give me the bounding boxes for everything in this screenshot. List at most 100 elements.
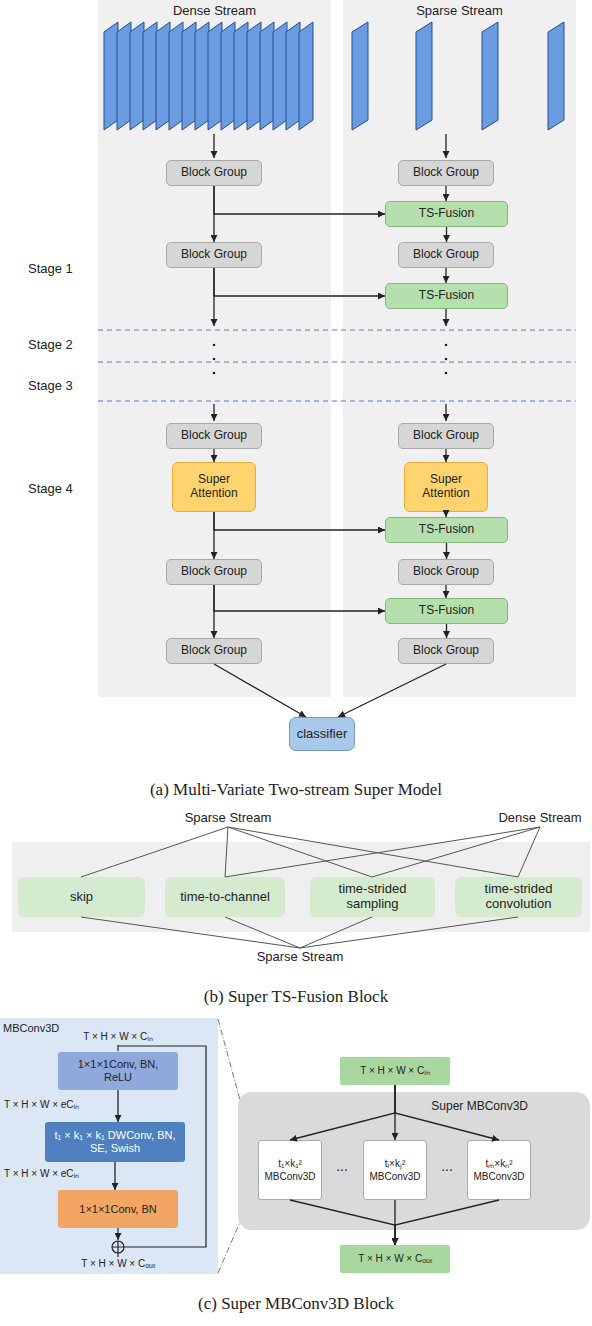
stream-label: Dense Stream xyxy=(498,811,581,826)
node-text: Block Group xyxy=(409,248,483,262)
flow-arrow xyxy=(214,664,306,717)
node-text: classifier xyxy=(293,727,352,742)
figure-caption: (b) Super TS-Fusion Block xyxy=(204,987,388,1007)
node-text: skip xyxy=(66,890,97,905)
node-text: Block Group xyxy=(409,565,483,579)
node-text: TS-Fusion xyxy=(415,289,478,303)
block-group-box: Block Group xyxy=(398,423,494,449)
node-text: Block Group xyxy=(409,429,483,443)
block-group-box: Block Group xyxy=(398,559,494,585)
tensor-shape-label: T × H × W × Cₒᵤₜ xyxy=(81,1258,155,1270)
flow-arrow xyxy=(395,1200,499,1245)
node-text: TS-Fusion xyxy=(415,604,478,618)
node-text: MBConv3D xyxy=(473,1170,524,1184)
tensor-shape-label: T × H × W × eCᵢₙ xyxy=(4,1099,79,1111)
block-group-box: Block Group xyxy=(398,160,494,186)
flow-arrow xyxy=(214,186,385,214)
stream-panel: Sparse StreamBlock GroupTS-FusionBlock G… xyxy=(343,0,576,697)
mbconv-candidate-box: tₘ×kₙ²MBConv3D xyxy=(467,1140,531,1200)
flow-arrow xyxy=(213,449,214,462)
ellipsis-label: ... xyxy=(336,1158,348,1174)
attention-box: Super Attention xyxy=(404,462,488,512)
block-group-box: Block Group xyxy=(166,242,262,268)
block-group-box: Block Group xyxy=(166,423,262,449)
node-text: Block Group xyxy=(409,166,483,180)
flow-arrow xyxy=(290,1200,395,1245)
stream-label: Sparse Stream xyxy=(185,811,272,826)
flow-arrow xyxy=(445,585,446,598)
node-text: tᵢ×kⱼ² xyxy=(385,1157,406,1171)
tensor-shape-box: T × H × W × Cᵢₙ xyxy=(340,1057,450,1085)
flow-arrow xyxy=(446,227,447,242)
node-text: time-strided convolution xyxy=(469,882,569,912)
dense-frames xyxy=(104,22,313,130)
attention-box: Super Attention xyxy=(172,462,256,512)
fusion-wires xyxy=(81,827,540,948)
flow-arrow xyxy=(114,1162,115,1190)
flow-arrow xyxy=(117,1090,118,1122)
fusion-option-box: skip xyxy=(18,877,145,917)
fusion-option-box: time-to-channel xyxy=(165,877,285,917)
node-text: Super Attention xyxy=(405,473,487,501)
ellipsis-dots xyxy=(213,344,448,375)
node-text: Block Group xyxy=(177,248,251,262)
fusion-box: TS-Fusion xyxy=(385,598,508,624)
node-text: time-strided sampling xyxy=(323,882,423,912)
node-text: tₘ×kₙ² xyxy=(486,1157,513,1171)
figure-caption: (c) Super MBConv3D Block xyxy=(198,1294,394,1314)
node-text: time-to-channel xyxy=(176,890,274,905)
stream-wires xyxy=(214,134,446,421)
node-text: T × H × W × Cᵢₙ xyxy=(356,1065,434,1077)
flow-arrow xyxy=(446,543,447,559)
node-text: 1×1×1Conv, BN, ReLU xyxy=(66,1058,170,1083)
stage-dividers xyxy=(98,330,576,401)
block-group-box: Block Group xyxy=(398,638,494,664)
node-text: TS-Fusion xyxy=(415,207,478,221)
node-text: Sparse Stream xyxy=(343,4,576,19)
tensor-shape-label: T × H × W × eCᵢₙ xyxy=(4,1168,79,1180)
flow-arrow xyxy=(213,512,214,559)
fusion-option-box: time-strided convolution xyxy=(455,877,582,917)
flow-arrow xyxy=(338,664,446,717)
zoom-leaders xyxy=(218,1019,240,1273)
stage-label: Stage 4 xyxy=(28,482,73,497)
flow-arrow xyxy=(213,585,214,638)
stage-label: Stage 2 xyxy=(28,338,73,353)
fusion-option-box: time-strided sampling xyxy=(310,877,435,917)
node-text: 1×1×1Conv, BN xyxy=(75,1203,160,1216)
stream-panel: Dense StreamBlock GroupBlock GroupBlock … xyxy=(98,0,331,697)
tensor-shape-box: T × H × W × Cₒᵤₜ xyxy=(340,1245,450,1273)
node-text: TS-Fusion xyxy=(415,523,478,537)
node-text: Block Group xyxy=(177,166,251,180)
depthwise-conv-box: t₁ × k₁ × k₁ DWConv, BN, SE, Swish xyxy=(45,1122,185,1162)
ellipsis-label: ... xyxy=(441,1158,453,1174)
classifier-box: classifier xyxy=(289,717,355,751)
sparse-frames xyxy=(352,22,564,130)
node-text: t₁ × k₁ × k₁ DWConv, BN, SE, Swish xyxy=(45,1129,185,1154)
stage-label: Stage 1 xyxy=(28,262,73,277)
node-text: Block Group xyxy=(177,644,251,658)
flow-arrow xyxy=(214,268,385,296)
fusion-box: TS-Fusion xyxy=(385,283,508,309)
stream-label: Sparse Stream xyxy=(257,950,344,965)
node-text: MBConv3D xyxy=(264,1170,315,1184)
fusion-box: TS-Fusion xyxy=(385,517,508,543)
mbconv-wires xyxy=(112,1045,206,1257)
block-group-box: Block Group xyxy=(166,160,262,186)
node-text: Block Group xyxy=(177,565,251,579)
flow-arrow xyxy=(445,512,446,517)
block-group-box: Block Group xyxy=(398,242,494,268)
node-text: t₁×k₁² xyxy=(278,1157,302,1171)
node-text: Super Attention xyxy=(173,473,255,501)
flow-arrow xyxy=(394,1200,395,1245)
flow-arrow xyxy=(394,1085,395,1140)
block-group-box: Block Group xyxy=(166,638,262,664)
flow-arrow xyxy=(213,186,214,242)
flow-arrow xyxy=(214,585,385,611)
flow-arrow xyxy=(290,1085,395,1140)
block-group-box: Block Group xyxy=(166,559,262,585)
node-text: T × H × W × Cₒᵤₜ xyxy=(354,1253,436,1265)
node-text: Block Group xyxy=(409,644,483,658)
flow-arrow xyxy=(214,512,385,530)
